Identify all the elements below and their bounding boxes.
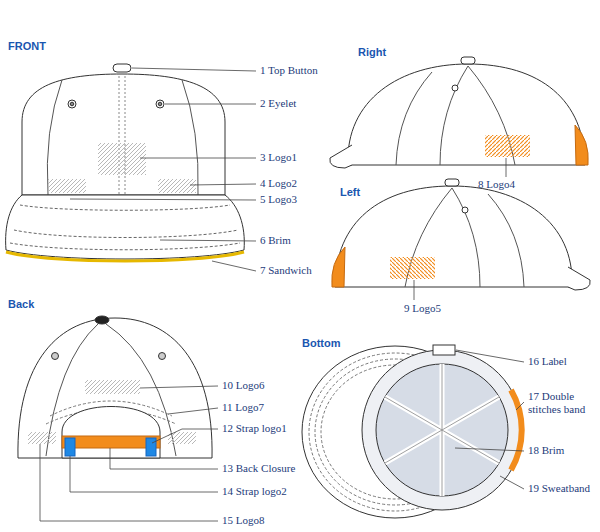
view-heading: Bottom [302,337,341,350]
callout-label: 15 Logo8 [222,514,264,527]
callout-label: 4 Logo2 [260,177,297,190]
front-cap [6,64,245,261]
right-cap [330,57,588,168]
view-heading: Back [8,298,34,311]
view-heading: Left [340,186,360,199]
leader-lines [70,68,256,271]
callout-label: 16 Label [528,355,567,368]
callout-label: 8 Logo4 [478,178,515,191]
callout-label: 14 Strap logo2 [222,485,287,498]
callout-label: 19 Sweatband [528,482,590,495]
callout-label: 3 Logo1 [260,151,297,164]
callout-label: 10 Logo6 [222,379,264,392]
callout-label: 6 Brim [260,234,291,247]
leader-lines [455,350,524,489]
leader-line [506,158,507,177]
left-cap [332,179,590,290]
callout-label: 13 Back Closure [222,462,295,475]
callout-label: 11 Logo7 [222,401,264,414]
callout-label: 5 Logo3 [260,193,297,206]
view-heading: Right [358,46,386,59]
callout-label: 1 Top Button [260,64,318,77]
callout-label: 9 Logo5 [404,302,441,315]
view-heading: FRONT [8,40,46,53]
leader-lines [40,386,218,521]
callout-label: 12 Strap logo1 [222,422,287,435]
callout-label: 7 Sandwich [260,264,312,277]
bottom-cap [302,345,522,518]
leader-line [414,280,415,300]
callout-label: 18 Brim [528,444,564,457]
callout-label: 17 Double stitches band [528,390,594,416]
callout-label: 2 Eyelet [260,97,296,110]
